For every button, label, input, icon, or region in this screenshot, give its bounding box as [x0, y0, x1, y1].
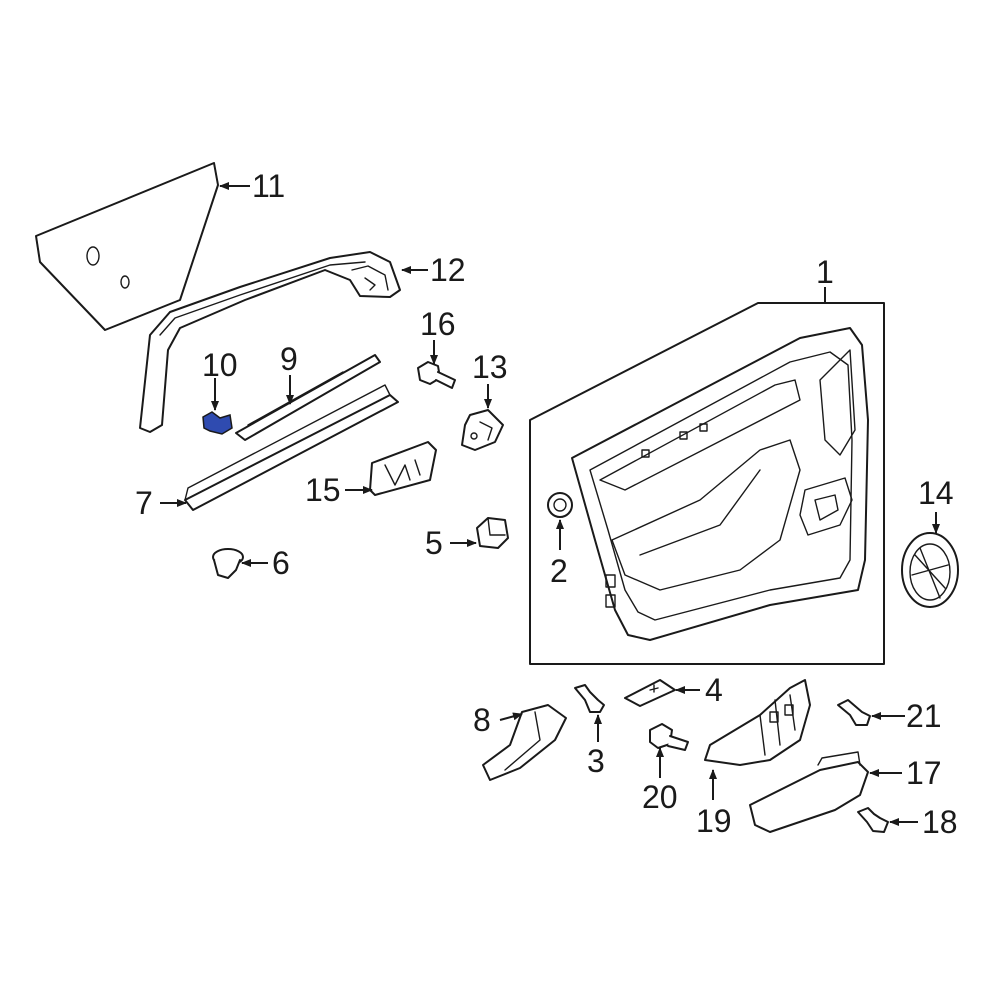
callout-16: 16 — [420, 306, 456, 342]
callout-14: 14 — [918, 475, 954, 511]
part-10-clip-highlighted[interactable] — [202, 411, 233, 435]
part-4-clip[interactable] — [624, 679, 676, 707]
callout-17: 17 — [906, 755, 942, 791]
callout-15: 15 — [305, 472, 341, 508]
leader-lines — [160, 182, 940, 826]
part-6-push-clip[interactable] — [212, 548, 244, 579]
part-17-armrest[interactable] — [749, 751, 869, 833]
callout-19: 19 — [696, 803, 732, 839]
part-19-switch-bezel[interactable] — [704, 679, 811, 766]
part-9-belt-molding[interactable] — [235, 354, 381, 441]
callout-7: 7 — [135, 485, 153, 521]
part-16-bolt[interactable] — [417, 361, 456, 389]
callout-18: 18 — [922, 804, 958, 840]
part-3-screw[interactable] — [574, 684, 605, 713]
callout-2: 2 — [550, 553, 568, 589]
part-14-speaker-grille[interactable] — [901, 532, 959, 608]
part-1-door-panel-box — [529, 302, 885, 665]
callout-1: 1 — [816, 254, 834, 290]
part-5-plug[interactable] — [476, 517, 509, 549]
callout-labels: 11 12 10 9 16 13 7 15 6 5 2 1 14 4 3 8 2… — [135, 168, 958, 840]
part-15-bracket[interactable] — [369, 441, 437, 496]
leader-8 — [499, 712, 523, 721]
callout-3: 3 — [587, 743, 605, 779]
part-1-door-trim-panel[interactable] — [571, 327, 869, 641]
callout-11: 11 — [252, 168, 285, 204]
part-13-cover-cap[interactable] — [461, 409, 504, 451]
part-12-frame-molding[interactable] — [139, 251, 401, 433]
callout-5: 5 — [425, 525, 443, 561]
part-2-grommet[interactable] — [547, 492, 573, 518]
callout-4: 4 — [705, 672, 723, 708]
callout-20: 20 — [642, 779, 678, 815]
callout-12: 12 — [430, 252, 466, 288]
callout-10: 10 — [202, 347, 238, 383]
callout-9: 9 — [280, 341, 298, 377]
part-18-bolt[interactable] — [857, 807, 889, 833]
part-7-weatherstrip[interactable] — [184, 384, 399, 511]
callout-13: 13 — [472, 349, 508, 385]
part-8-reinforcement[interactable] — [482, 704, 567, 781]
callout-21: 21 — [906, 698, 942, 734]
part-21-bolt[interactable] — [837, 699, 871, 726]
callout-6: 6 — [272, 545, 290, 581]
callout-8: 8 — [473, 702, 491, 738]
part-20-bolt[interactable] — [649, 723, 689, 751]
part-11-window-trim[interactable] — [35, 162, 219, 331]
